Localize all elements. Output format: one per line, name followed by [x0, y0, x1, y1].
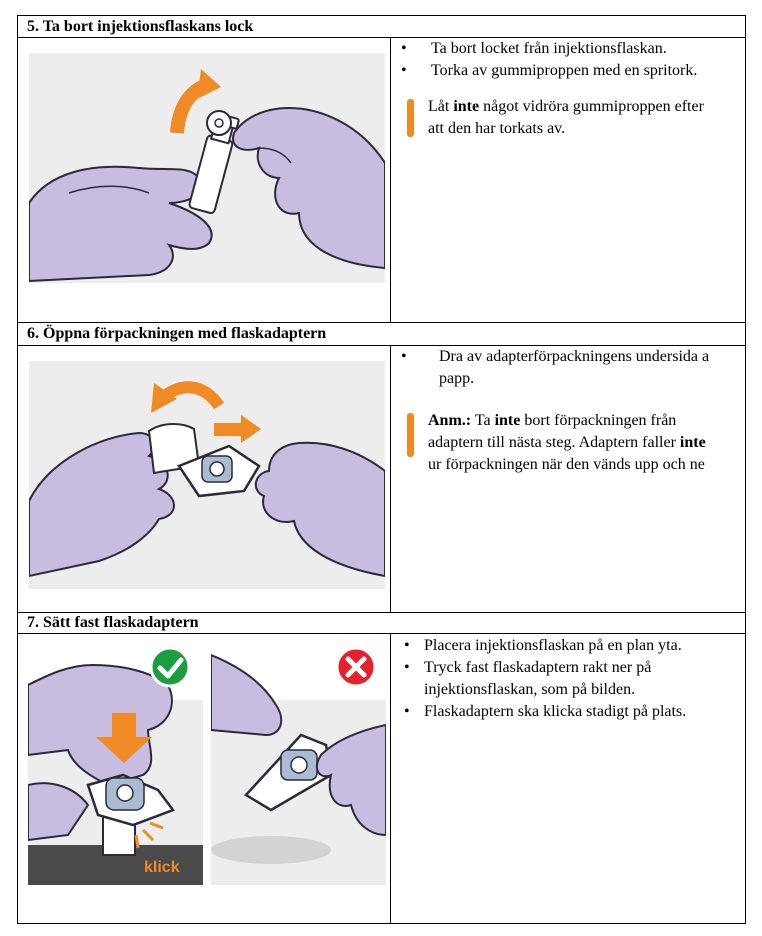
step-7-wrong-illustration — [211, 635, 386, 885]
bullet-text: papp. — [439, 370, 475, 387]
note-text: adaptern till nästa steg. Adaptern falle… — [428, 434, 680, 451]
column-divider — [390, 633, 391, 924]
step-6-text: Dra av adapterförpackningens undersida a… — [391, 346, 746, 612]
note-text: bort förpackningen från — [520, 412, 677, 429]
note-text: att den har torkats av. — [428, 120, 566, 137]
row-divider — [17, 633, 746, 634]
list-item: Torka av gummiproppen med en spritork. — [391, 60, 746, 82]
instruction-table — [17, 15, 746, 924]
note-emphasis: inte — [679, 434, 706, 451]
note-label: Anm.: — [428, 412, 472, 429]
list-item: Ta bort locket från injektionsflaskan. — [391, 38, 746, 60]
step-7-text: Placera injektionsflaskan på en plan yta… — [391, 634, 746, 924]
step-6-title: 6. Öppna förpackningen med flaskadaptern — [27, 325, 327, 342]
list-item: Flaskadaptern ska klicka stadigt på plat… — [391, 701, 746, 723]
step-7-correct-illustration: klick — [28, 635, 203, 885]
step-7-bullets: Placera injektionsflaskan på en plan yta… — [391, 635, 746, 723]
note-bar — [407, 413, 414, 457]
list-item: Dra av adapterförpackningens undersida a… — [391, 346, 746, 390]
step-5-text: Ta bort locket från injektionsflaskan. T… — [391, 38, 746, 322]
step-5-bullets: Ta bort locket från injektionsflaskan. T… — [391, 38, 746, 82]
row-divider — [17, 37, 746, 38]
row-divider — [17, 345, 746, 346]
step-5-title: 5. Ta bort injektionsflaskans lock — [27, 18, 254, 35]
bullet-text: Dra av adapterförpackningens undersida a — [439, 348, 710, 365]
row-divider — [17, 612, 746, 613]
note-bar — [407, 99, 414, 137]
note-text: ur förpackningen när den vänds upp och n… — [428, 456, 705, 473]
step-6-illustration — [29, 361, 385, 589]
step-5-note: Låt inte något vidröra gummiproppen efte… — [391, 96, 746, 140]
column-divider — [390, 37, 391, 322]
column-divider — [390, 345, 391, 612]
note-text: något vidröra gummiproppen efter — [479, 98, 704, 115]
list-item: Placera injektionsflaskan på en plan yta… — [391, 635, 746, 657]
step-6-note: Anm.: Ta inte bort förpackningen från ad… — [391, 410, 746, 476]
step-7-title: 7. Sätt fast flaskadaptern — [27, 614, 199, 631]
note-emphasis: inte — [453, 98, 480, 115]
row-divider — [17, 322, 746, 323]
note-text: Låt — [428, 98, 454, 115]
list-item: Tryck fast flaskadaptern rakt ner på inj… — [391, 657, 746, 701]
click-label: klick — [144, 859, 180, 876]
note-text: Ta — [471, 412, 495, 429]
note-emphasis: inte — [494, 412, 521, 429]
step-6-bullets: Dra av adapterförpackningens undersida a… — [391, 346, 746, 390]
step-5-illustration — [29, 53, 385, 283]
